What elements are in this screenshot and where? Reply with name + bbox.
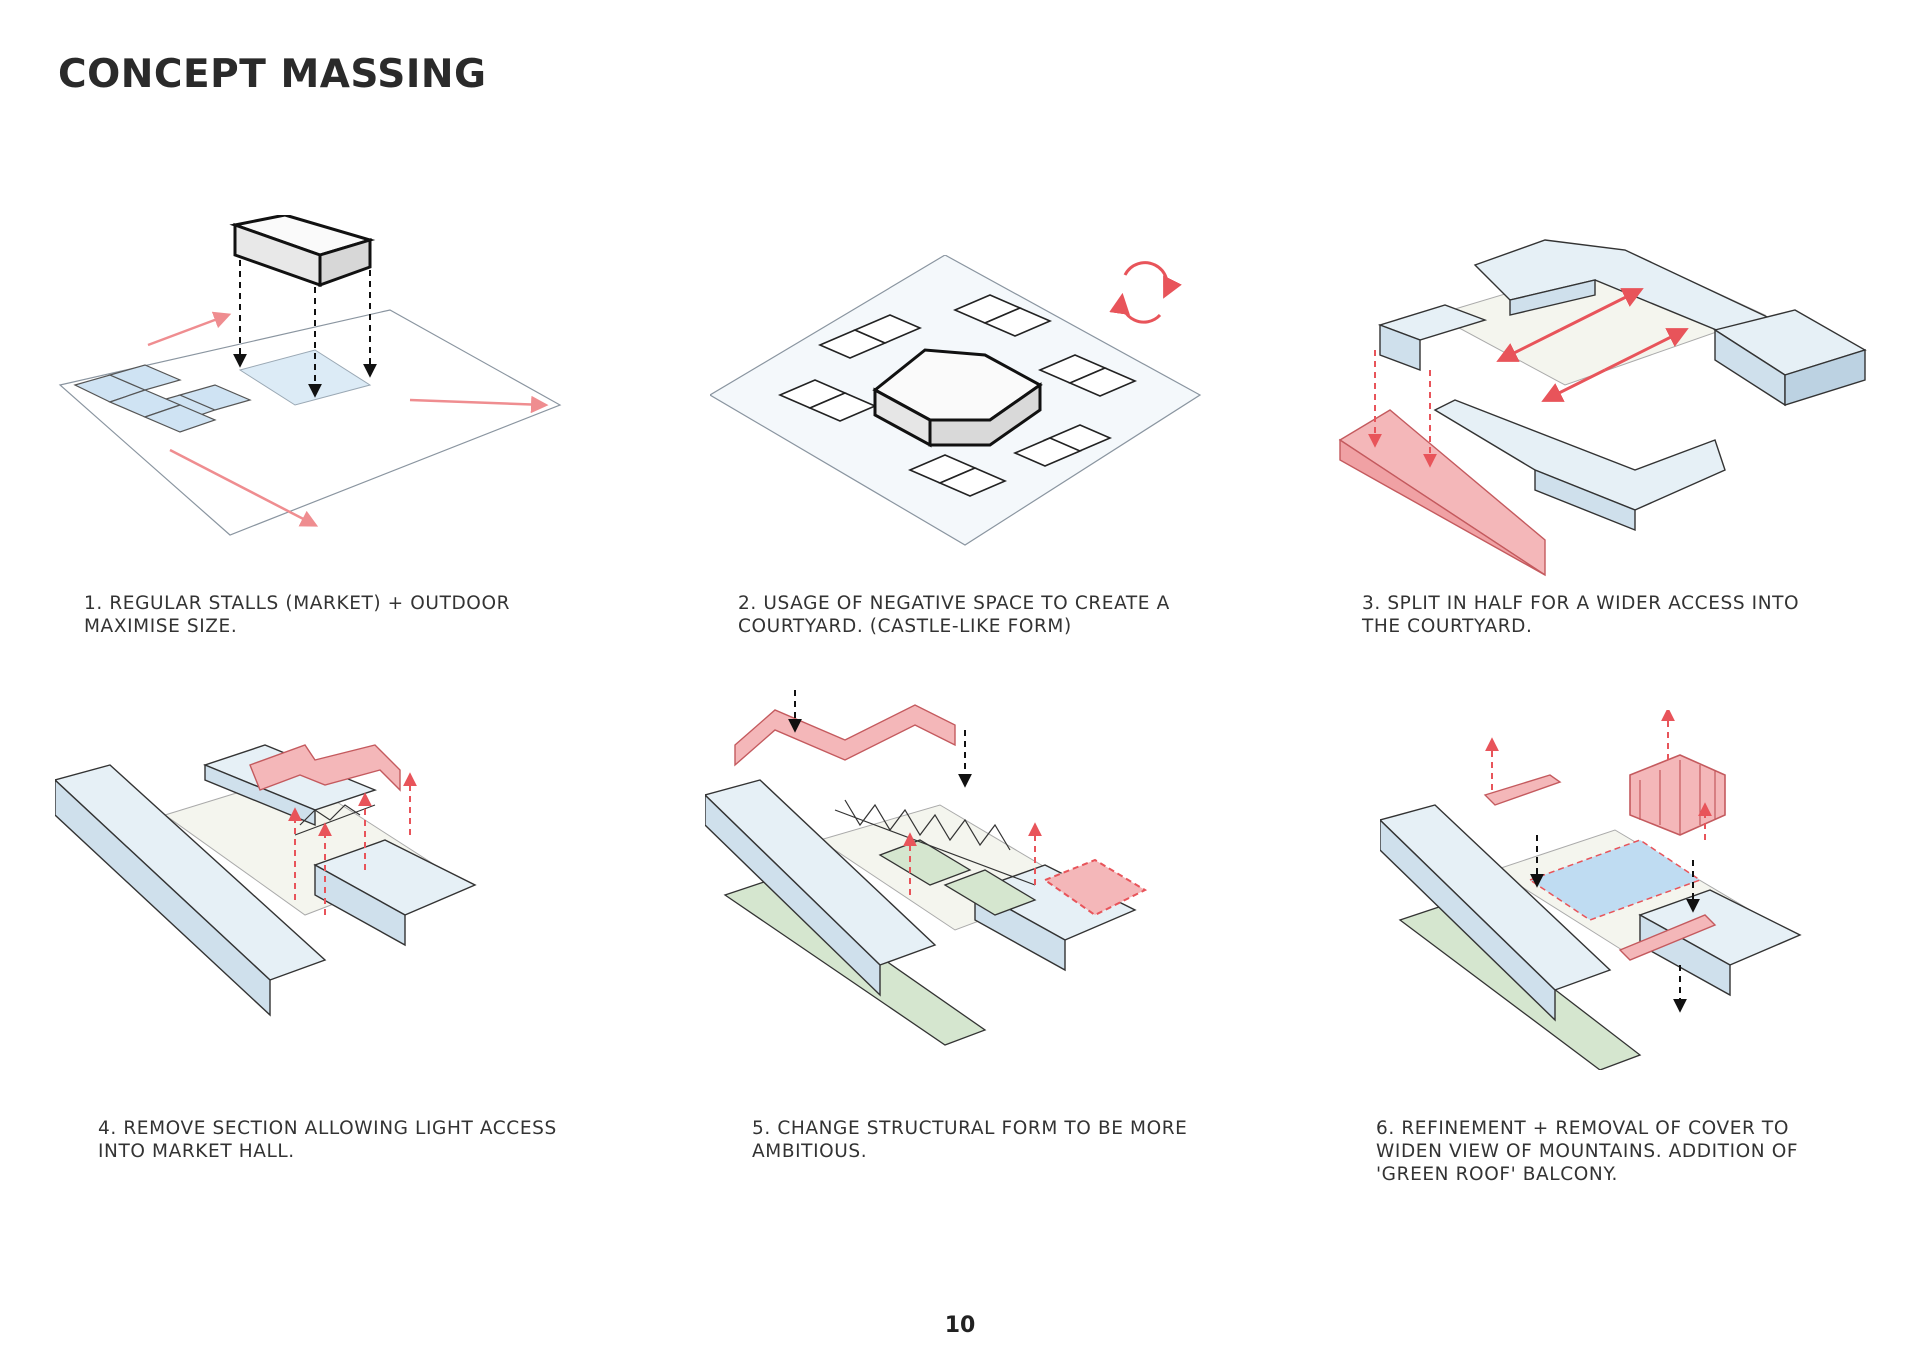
diagram-step-3 xyxy=(1335,220,1885,580)
site-plane xyxy=(58,309,562,536)
glass-floor xyxy=(1528,839,1702,921)
diagram-step-6 xyxy=(1380,710,1860,1070)
long-west-wing xyxy=(55,764,327,1017)
new-roof-structure xyxy=(734,704,956,767)
removed-roof-section xyxy=(249,744,401,792)
long-west-wing xyxy=(705,779,937,997)
removed-cover-left xyxy=(1483,774,1562,806)
diagram-step-5 xyxy=(705,685,1185,1065)
page-title: CONCEPT MASSING xyxy=(58,52,487,97)
caption-step-2: 2. USAGE OF NEGATIVE SPACE TO CREATE A C… xyxy=(738,593,1170,637)
rotate-icon xyxy=(1109,261,1182,324)
page-number: 10 xyxy=(944,1313,976,1338)
caption-step-6: 6. REFINEMENT + REMOVAL OF COVER TO WIDE… xyxy=(1376,1118,1799,1185)
exposed-truss xyxy=(294,804,376,836)
market-hall-block xyxy=(229,215,376,288)
highlight-block xyxy=(1042,858,1148,917)
removed-cover-bottom xyxy=(1618,914,1717,961)
diagram-step-4 xyxy=(55,715,535,1045)
caption-step-5: 5. CHANGE STRUCTURAL FORM TO BE MORE AMB… xyxy=(752,1118,1188,1162)
lower-wing xyxy=(1377,304,1726,532)
diagram-step-1 xyxy=(50,215,570,545)
green-roof-balcony xyxy=(1398,904,1642,1070)
red-frame-structure xyxy=(1629,754,1726,836)
surrounding-stalls xyxy=(777,294,1138,497)
caption-step-4: 4. REMOVE SECTION ALLOWING LIGHT ACCESS … xyxy=(98,1118,557,1162)
central-market-hall xyxy=(872,348,1043,448)
long-west-wing xyxy=(1380,804,1612,1022)
diagram-step-2 xyxy=(710,255,1210,555)
caption-step-1: 1. REGULAR STALLS (MARKET) + OUTDOOR MAX… xyxy=(84,593,511,637)
truss-frame xyxy=(834,799,1036,886)
caption-step-3: 3. SPLIT IN HALF FOR A WIDER ACCESS INTO… xyxy=(1362,593,1800,637)
split-wedge xyxy=(1338,409,1546,577)
market-stalls xyxy=(73,364,252,433)
footprint xyxy=(238,349,372,406)
east-wing xyxy=(313,839,477,947)
